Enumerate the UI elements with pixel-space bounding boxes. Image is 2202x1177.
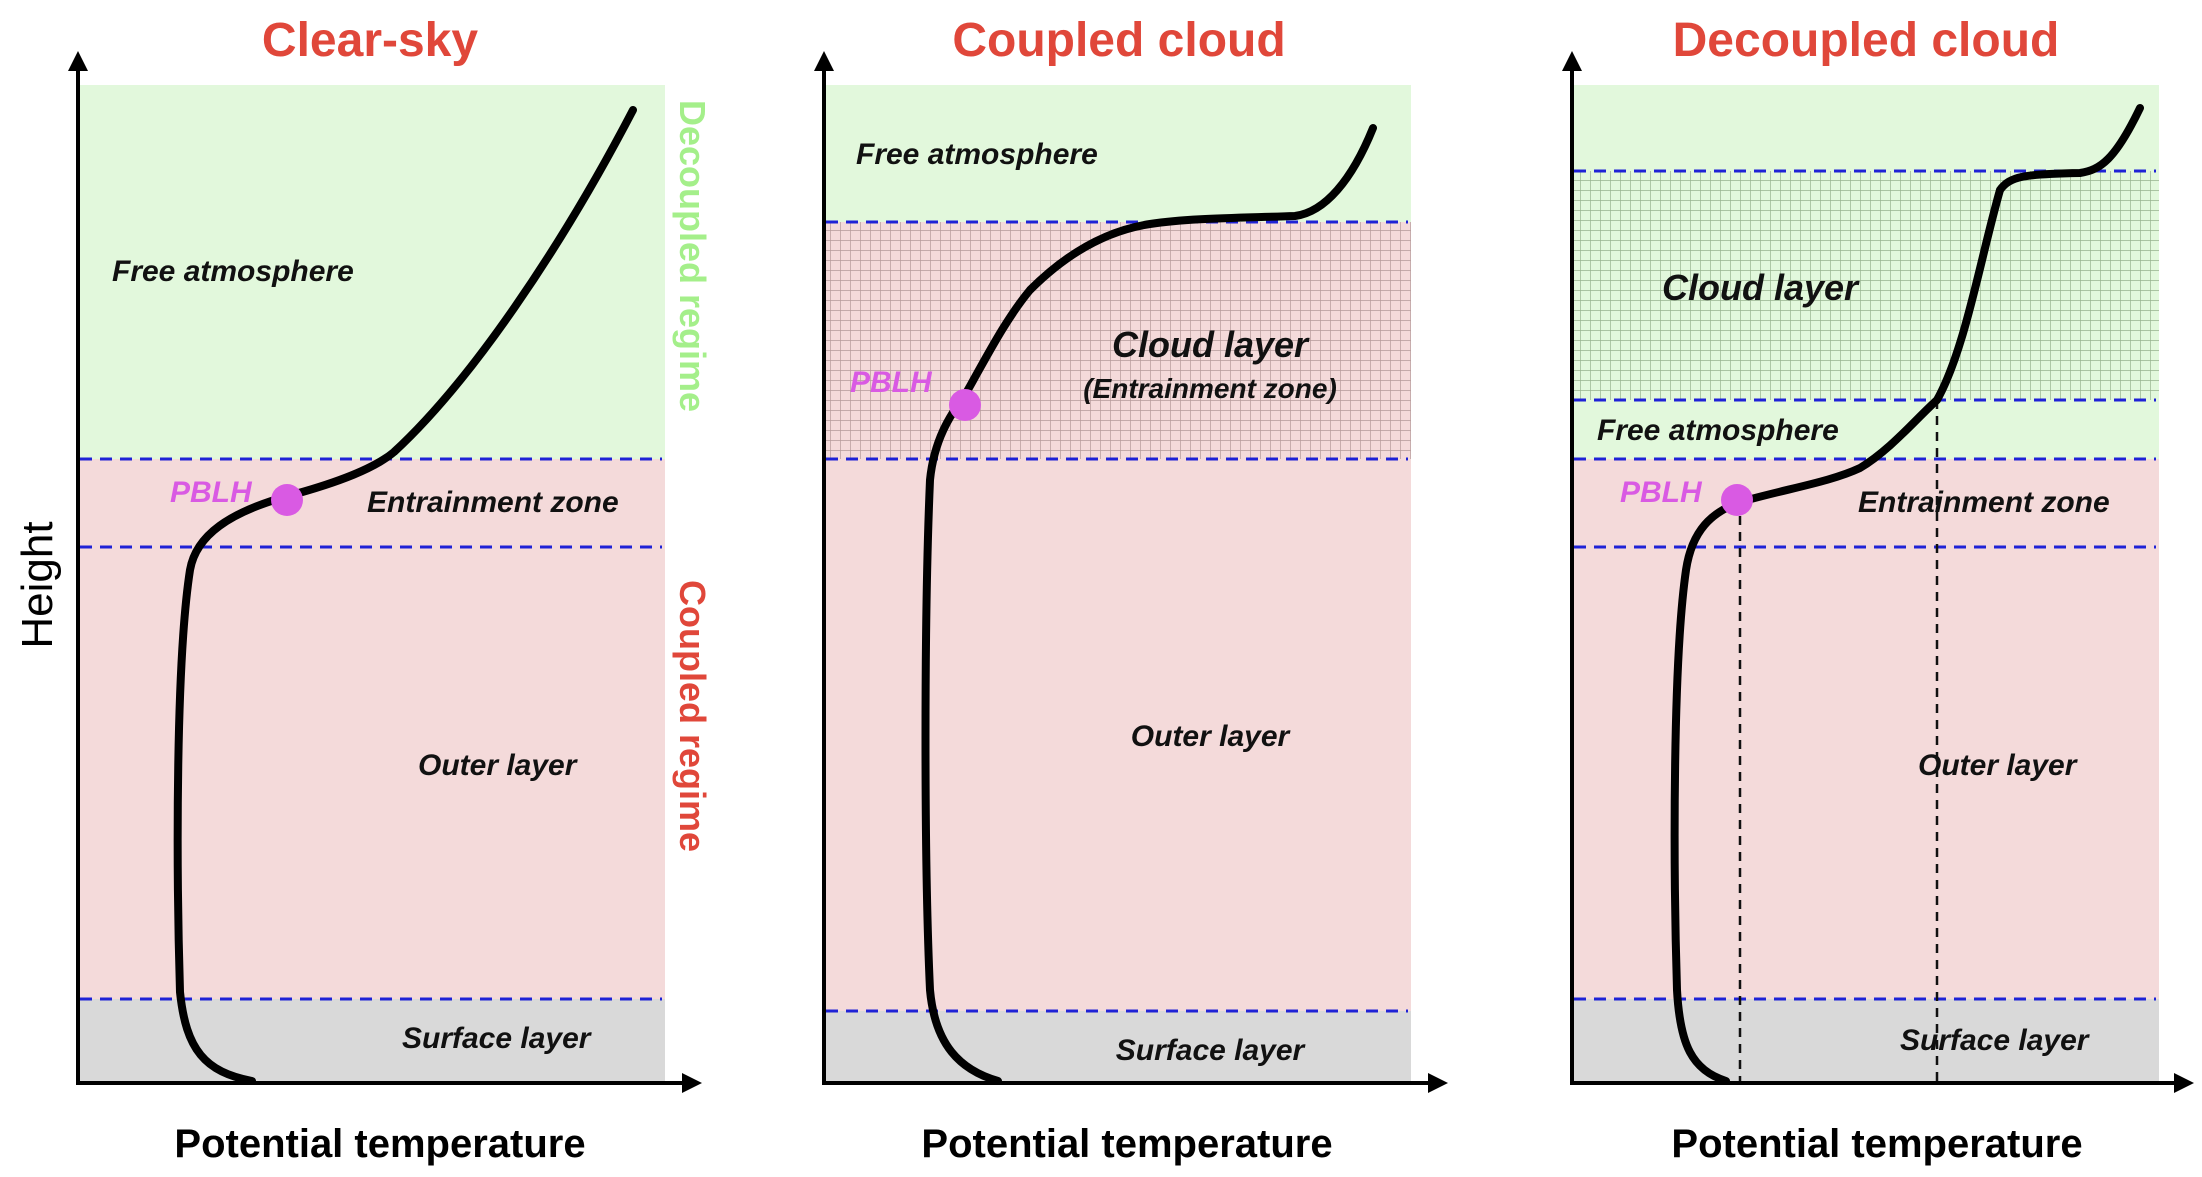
cloud-layer-region [1574, 171, 2159, 400]
outer-layer-label: Outer layer [1918, 749, 2079, 782]
surface-layer-region [1574, 999, 2159, 1081]
x-axis-label: Potential temperature [1671, 1122, 2082, 1166]
surface-layer-region [80, 999, 665, 1081]
free-atmosphere-label: Free atmosphere [1597, 414, 1839, 447]
surface-layer-region [826, 1011, 1411, 1081]
panel-title: Decoupled cloud [1673, 14, 2060, 67]
cloud-layer-sublabel: (Entrainment zone) [1083, 373, 1337, 404]
cloud-layer-label: Cloud layer [1662, 267, 1860, 308]
surface-layer-label: Surface layer [1116, 1034, 1307, 1067]
pblh-marker [949, 389, 981, 421]
surface-layer-label: Surface layer [402, 1022, 593, 1055]
panel-clear-sky: Clear-sky PBLH Free atmosphere Entrainme… [68, 14, 713, 1166]
potential-temperature-profile [921, 124, 1377, 1085]
free-atmosphere-region [1574, 400, 2159, 459]
outer-layer-label: Outer layer [1131, 720, 1292, 753]
cloud-layer-label: Cloud layer [1112, 324, 1310, 365]
cloud-layer-region [826, 222, 1411, 459]
pblh-marker [1721, 484, 1753, 516]
y-axis-label: Height [13, 521, 62, 648]
outer-layer-label: Outer layer [418, 749, 579, 782]
pblh-label: PBLH [1620, 476, 1703, 509]
free-atmosphere-region [1574, 85, 2159, 171]
free-atmosphere-region [80, 85, 665, 459]
entrainment-zone-label: Entrainment zone [1858, 486, 2110, 519]
pblh-marker [271, 484, 303, 516]
panel-decoupled-cloud: Decoupled cloud PBLH Cloud layer Free at… [1562, 14, 2194, 1166]
pblh-label: PBLH [170, 476, 253, 509]
x-axis-label: Potential temperature [921, 1122, 1332, 1166]
decoupled-regime-label: Decoupled regime [672, 100, 713, 412]
panel-title: Clear-sky [262, 14, 478, 67]
free-atmosphere-label: Free atmosphere [856, 138, 1098, 171]
potential-temperature-profile [1670, 104, 2144, 1085]
free-atmosphere-region [826, 85, 1411, 222]
potential-temperature-profile [173, 106, 637, 1085]
boundary-layer-region [1574, 459, 2159, 999]
free-atmosphere-label: Free atmosphere [112, 255, 354, 288]
pblh-label: PBLH [850, 366, 933, 399]
panel-title: Coupled cloud [952, 14, 1285, 67]
entrainment-zone-label: Entrainment zone [367, 486, 619, 519]
surface-layer-label: Surface layer [1900, 1024, 2091, 1057]
coupled-regime-label: Coupled regime [672, 580, 713, 852]
boundary-layer-region [826, 459, 1411, 1011]
x-axis-label: Potential temperature [174, 1122, 585, 1166]
panel-coupled-cloud: Coupled cloud PBLH Free atmosphere Cloud… [814, 14, 1448, 1166]
boundary-layer-region [80, 459, 665, 999]
